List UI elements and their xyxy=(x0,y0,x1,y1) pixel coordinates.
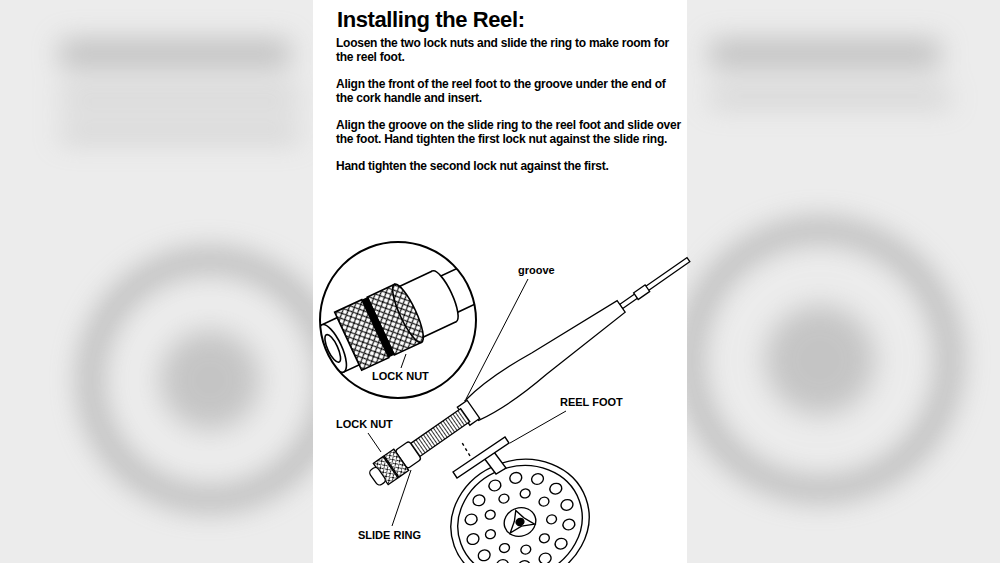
instruction-list: Loosen the two lock nuts and slide the r… xyxy=(336,36,682,186)
reel-hole xyxy=(464,512,479,526)
reel-hole xyxy=(530,472,545,486)
leader-lines xyxy=(368,433,381,452)
blurred-background xyxy=(60,40,290,68)
reel-foot xyxy=(453,437,509,478)
reel-hole xyxy=(538,496,550,508)
reel-hole xyxy=(545,514,557,526)
fly-reel xyxy=(515,517,525,526)
fly-rod xyxy=(368,466,386,486)
fly-rod xyxy=(463,294,630,423)
leader-lines xyxy=(510,411,566,443)
fly-rod xyxy=(410,409,470,458)
reel-hole xyxy=(477,548,492,562)
reel-hole xyxy=(508,471,523,485)
blurred-background xyxy=(690,230,950,490)
blurred-background xyxy=(60,125,300,141)
reel-hole xyxy=(495,558,510,563)
reel-hole xyxy=(471,493,486,507)
blurred-background xyxy=(160,330,260,430)
reel-hole xyxy=(520,544,532,556)
blurred-background xyxy=(90,260,330,500)
reel-hole xyxy=(498,542,510,554)
part-label: LOCK NUT xyxy=(334,418,395,431)
reel-hole xyxy=(517,559,532,563)
reel-hole xyxy=(561,518,576,532)
leader-lines xyxy=(368,279,566,526)
diagram-title: Installing the Reel: xyxy=(337,7,525,33)
reel-hole xyxy=(548,482,563,496)
blurred-background xyxy=(765,305,875,415)
fly-reel xyxy=(433,440,607,563)
fly-reel xyxy=(433,440,607,563)
part-label: groove xyxy=(516,264,557,277)
reel-foot xyxy=(453,437,509,478)
leader-lines xyxy=(392,470,411,526)
zoom-detail xyxy=(320,242,476,398)
zoom-detail xyxy=(320,242,476,398)
part-label: REEL FOOT xyxy=(558,396,625,409)
part-label: LOCK NUT xyxy=(370,370,431,383)
reel-hole xyxy=(560,498,575,512)
reel-hole xyxy=(554,537,569,551)
blurred-background xyxy=(710,40,940,68)
zoom-detail xyxy=(387,281,429,346)
reel-hole xyxy=(466,532,481,546)
leader-lines xyxy=(401,354,406,368)
reel-hole xyxy=(538,551,553,563)
fly-rod xyxy=(620,258,690,309)
instruction-text: Loosen the two lock nuts and slide the r… xyxy=(336,36,682,64)
leader-lines xyxy=(466,279,528,399)
reel-hole xyxy=(484,509,496,521)
reel-hole xyxy=(487,478,502,492)
reel-hole xyxy=(484,528,496,540)
blurred-background xyxy=(60,90,300,106)
fly-rod xyxy=(634,285,650,300)
instruction-text: Hand tighten the second lock nut against… xyxy=(336,159,682,173)
fly-reel xyxy=(451,458,589,563)
zoom-detail xyxy=(314,321,352,376)
zoom-detail xyxy=(311,242,503,398)
instruction-text: Align the front of the reel foot to the … xyxy=(336,77,682,105)
fly-reel xyxy=(504,506,535,533)
reel-hole xyxy=(519,488,531,500)
instruction-text: Align the groove on the slide ring to th… xyxy=(336,118,682,146)
part-label: SLIDE RING xyxy=(356,529,423,542)
reel-foot xyxy=(461,441,470,456)
blurred-background xyxy=(710,90,950,106)
fly-rod xyxy=(365,247,697,491)
reel-hole xyxy=(498,493,510,505)
fly-reel xyxy=(500,503,540,540)
reel-hole xyxy=(538,532,550,544)
